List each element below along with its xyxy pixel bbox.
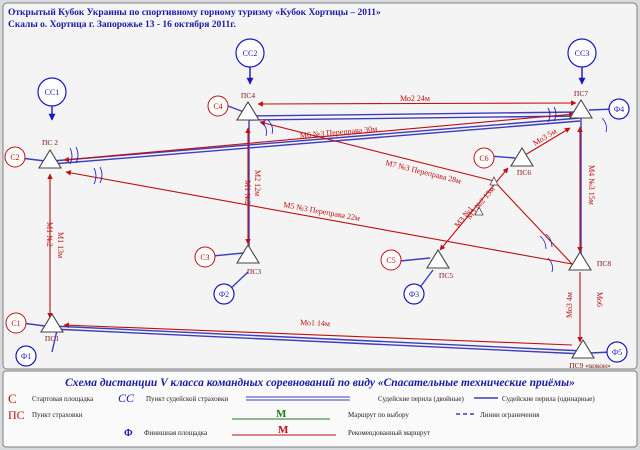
ps6-label: ПС6 xyxy=(517,168,531,177)
edge-label-m12: М1 №2 xyxy=(243,180,252,205)
safety-point-ps7: ПС7 xyxy=(569,89,593,119)
ss2-label: СС2 xyxy=(243,49,258,58)
ps4-label: ПС4 xyxy=(241,91,255,100)
header-line-1: Открытый Кубок Украины по спортивному го… xyxy=(8,7,381,18)
legend-f-text: Финишная площадка xyxy=(144,429,208,437)
start-c6: С6 xyxy=(473,147,495,169)
c6-label: С6 xyxy=(479,154,488,163)
f4-label: Ф4 xyxy=(614,105,624,114)
routes xyxy=(47,100,583,346)
finish-f4: Ф4 xyxy=(608,98,630,120)
ps3-label: ПС3 xyxy=(247,267,261,276)
f3-label: Ф3 xyxy=(409,290,419,299)
edge-label-m10: М1 №2 xyxy=(45,222,54,247)
start-c1: С1 xyxy=(5,312,27,334)
edge-label-m11: М2 12м xyxy=(253,170,262,196)
limit-lines xyxy=(69,106,607,273)
legend-limit-text: Линии ограничения xyxy=(480,411,540,419)
c1-label: С1 xyxy=(11,319,20,328)
legend-f-symbol: Ф xyxy=(124,428,133,439)
safety-point-ps3: ПС3 xyxy=(236,243,261,276)
c3-label: С3 xyxy=(200,253,209,262)
header-line-2: Скалы о. Хортица г. Запорожье 13 - 16 ок… xyxy=(8,19,236,30)
safety-point-ps4: ПС4 xyxy=(236,91,260,121)
legend-ss-symbol: СС xyxy=(118,391,135,405)
safety-point-ps5: ПС5 xyxy=(426,248,453,280)
ps1-label: ПС1 xyxy=(45,334,59,343)
edge-label-m4: М4 №3 15м xyxy=(587,165,596,205)
ps2-label: ПС 2 xyxy=(42,138,58,147)
legend-c-text: Стартовая площадка xyxy=(32,395,94,403)
start-c2: С2 xyxy=(4,146,26,168)
legend-title: Схема дистанции V класса командных сорев… xyxy=(65,376,575,389)
judge-point-ss1: СС1 xyxy=(37,77,67,121)
safety-point-ps9: ПС9 «кокон» xyxy=(569,338,611,370)
judge-point-ss2: СС2 xyxy=(235,38,265,85)
finish-f1: Ф1 xyxy=(15,345,37,367)
finish-f2: Ф2 xyxy=(213,283,235,305)
diagram-frame xyxy=(2,2,638,370)
judge-point-ss3: СС3 xyxy=(567,38,597,85)
legend-choice-text: Маршрут по выбору xyxy=(348,411,409,419)
finish-f3: Ф3 xyxy=(403,283,425,305)
legend-rec-symbol: М xyxy=(278,424,289,436)
f5-label: Ф5 xyxy=(612,348,622,357)
crossing-markers xyxy=(474,176,499,216)
c5-label: С5 xyxy=(386,256,395,265)
legend-ps-text: Пункт страховки xyxy=(32,411,83,419)
ps8-label: ПС8 xyxy=(597,259,611,268)
ps9-label: ПС9 «кокон» xyxy=(569,361,611,370)
safety-point-ps8: ПС8 xyxy=(568,250,611,271)
f2-label: Ф2 xyxy=(219,290,229,299)
ps7-label: ПС7 xyxy=(574,89,588,98)
safety-point-ps1: ПС1 xyxy=(40,312,64,343)
edge-label-m15: Мо6 xyxy=(595,292,604,307)
finish-f5: Ф5 xyxy=(606,341,628,363)
c2-label: С2 xyxy=(10,153,19,162)
legend-choice-symbol: М xyxy=(276,408,287,420)
safety-point-ps2: ПС 2 xyxy=(38,138,62,169)
start-c5: С5 xyxy=(380,249,402,271)
edge-label-m1: Мо1 14м xyxy=(300,318,330,328)
c4-label: С4 xyxy=(213,102,222,111)
legend-ss-text: Пункт судейской страховки xyxy=(146,395,228,403)
start-c3: С3 xyxy=(194,246,216,268)
legend-c-symbol: С xyxy=(8,391,17,406)
legend-double-rail-text: Судейские перила (двойные) xyxy=(378,395,464,403)
safety-point-ps6: ПС6 xyxy=(510,146,534,177)
start-c4: С4 xyxy=(207,95,229,117)
edge-label-m2: Мо2 24м xyxy=(400,94,430,103)
legend-ps-symbol: ПС xyxy=(8,408,25,422)
ss3-label: СС3 xyxy=(575,49,590,58)
edge-label-m3: Мо3 4м xyxy=(565,292,574,318)
f1-label: Ф1 xyxy=(21,352,31,361)
ss1-label: СС1 xyxy=(45,88,60,97)
legend-frame xyxy=(2,370,638,448)
legend-rec-text: Рекомендованный маршрут xyxy=(348,429,430,437)
ps5-label: ПС5 xyxy=(439,271,453,280)
edge-label-m9: М1 13м xyxy=(56,232,65,258)
legend-single-rail-text: Судейские перила (одинарные) xyxy=(502,395,595,403)
